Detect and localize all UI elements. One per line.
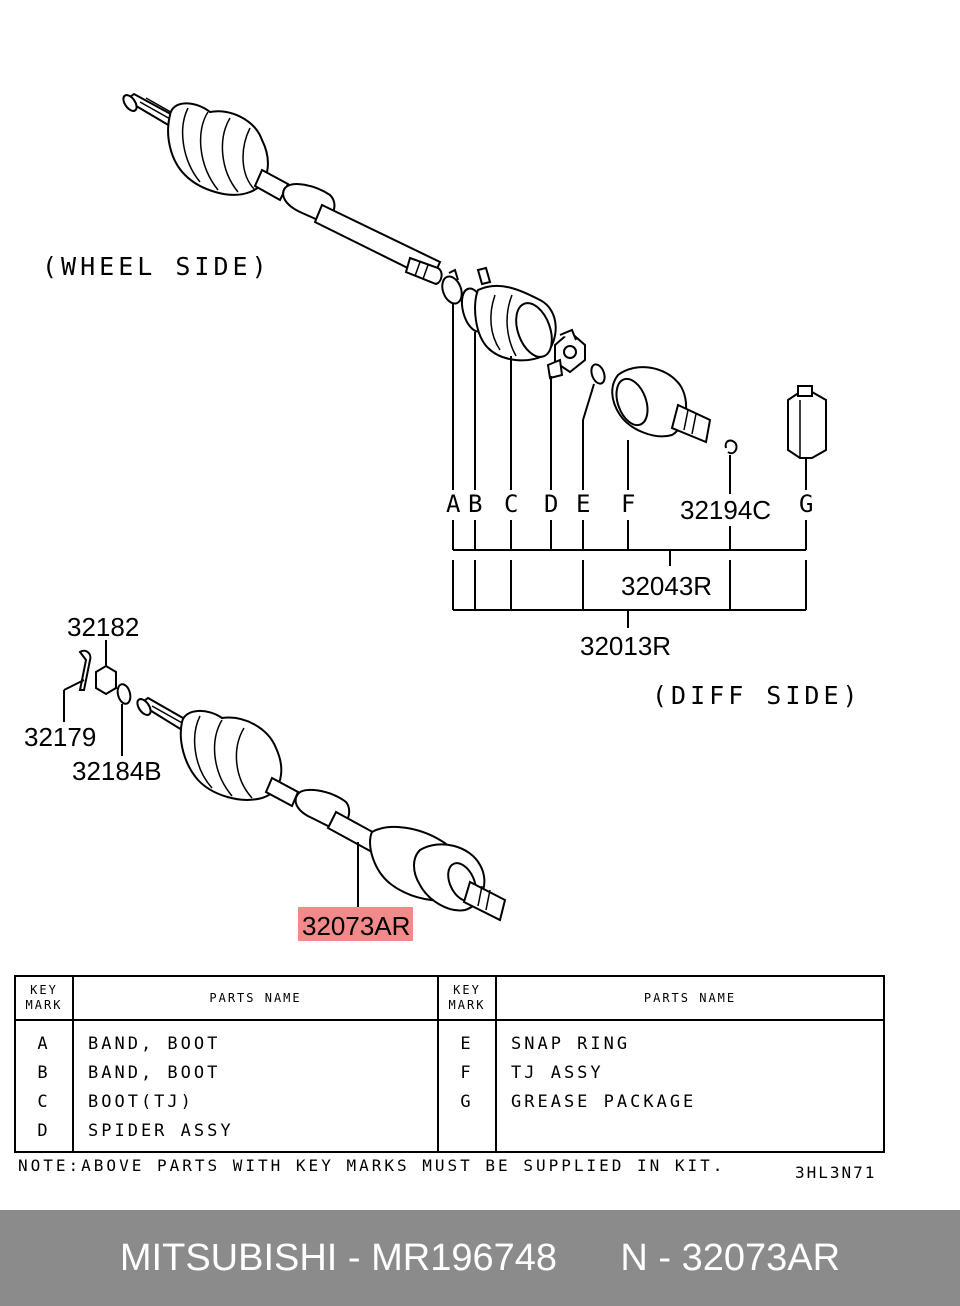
name-cell: BAND, BOOT xyxy=(72,1020,439,1058)
key-f-label: F xyxy=(621,490,638,518)
part-number-32179: 32179 xyxy=(24,722,96,752)
footer-brand-part: MITSUBISHI - MR196748 xyxy=(119,1236,558,1279)
part-number-32194c: 32194C xyxy=(680,495,771,525)
leader-lines-upper xyxy=(452,304,807,628)
spider-assy-d xyxy=(546,328,586,380)
key-e-label: E xyxy=(576,490,593,518)
table-row: B BAND, BOOT F TJ ASSY xyxy=(14,1058,885,1087)
name-cell: SPIDER ASSY xyxy=(72,1116,439,1152)
grease-package-g xyxy=(787,385,827,459)
diff-side-label: (DIFF SIDE) xyxy=(652,681,862,710)
key-cell: F xyxy=(437,1058,497,1087)
part-number-32073ar: 32073AR xyxy=(302,911,410,941)
part-number-32013r: 32013R xyxy=(580,631,671,661)
name-cell xyxy=(495,1116,885,1152)
washer-32184b xyxy=(116,683,132,705)
key-c-label: C xyxy=(504,490,521,518)
key-d-label: D xyxy=(544,490,561,518)
kit-note: NOTE:ABOVE PARTS WITH KEY MARKS MUST BE … xyxy=(18,1156,726,1175)
table-row: A BAND, BOOT E SNAP RING xyxy=(14,1020,885,1058)
key-cell: B xyxy=(14,1058,74,1087)
cotter-pin-32179 xyxy=(78,649,92,691)
key-cell: G xyxy=(437,1087,497,1116)
footer-bar: MITSUBISHI - MR196748 N - 32073AR xyxy=(0,1210,960,1306)
key-cell xyxy=(437,1116,497,1152)
part-highlight xyxy=(298,907,413,941)
name-cell: BAND, BOOT xyxy=(72,1058,439,1087)
snap-ring-e xyxy=(590,363,606,385)
leader-lines-lower xyxy=(63,640,359,908)
header-parts-name-2: PARTS NAME xyxy=(495,976,885,1021)
key-cell: D xyxy=(14,1116,74,1152)
boot-tj-c xyxy=(474,284,557,362)
upper-drive-shaft xyxy=(122,92,443,286)
key-cell: C xyxy=(14,1087,74,1116)
wheel-side-label: (WHEEL SIDE) xyxy=(42,252,271,281)
header-parts-name: PARTS NAME xyxy=(72,976,439,1021)
clip-32194c xyxy=(724,439,738,455)
name-cell: TJ ASSY xyxy=(495,1058,885,1087)
name-cell: BOOT(TJ) xyxy=(72,1087,439,1116)
tj-assy-f xyxy=(611,366,712,444)
footer-ref: N - 32073AR xyxy=(620,1236,841,1279)
table-row: C BOOT(TJ) G GREASE PACKAGE xyxy=(14,1087,885,1116)
name-cell: GREASE PACKAGE xyxy=(495,1087,885,1116)
nut-32182 xyxy=(95,664,117,696)
key-cell: E xyxy=(437,1020,497,1058)
band-a xyxy=(441,268,463,305)
drawing-code: 3HL3N71 xyxy=(795,1163,877,1182)
lower-drive-shaft xyxy=(136,696,507,922)
key-a-label: A xyxy=(446,490,463,518)
part-number-32043r: 32043R xyxy=(621,571,712,601)
key-b-label: B xyxy=(468,490,485,518)
part-number-32184b: 32184B xyxy=(72,756,162,786)
key-g-label: G xyxy=(799,490,816,518)
parts-diagram: (WHEEL SIDE) (DIFF SIDE) A B C D E F G 3… xyxy=(24,92,862,941)
key-cell: A xyxy=(14,1020,74,1058)
name-cell: SNAP RING xyxy=(495,1020,885,1058)
footer-spacer xyxy=(557,1237,620,1280)
part-number-32182: 32182 xyxy=(67,612,139,642)
table-row: D SPIDER ASSY xyxy=(14,1116,885,1152)
